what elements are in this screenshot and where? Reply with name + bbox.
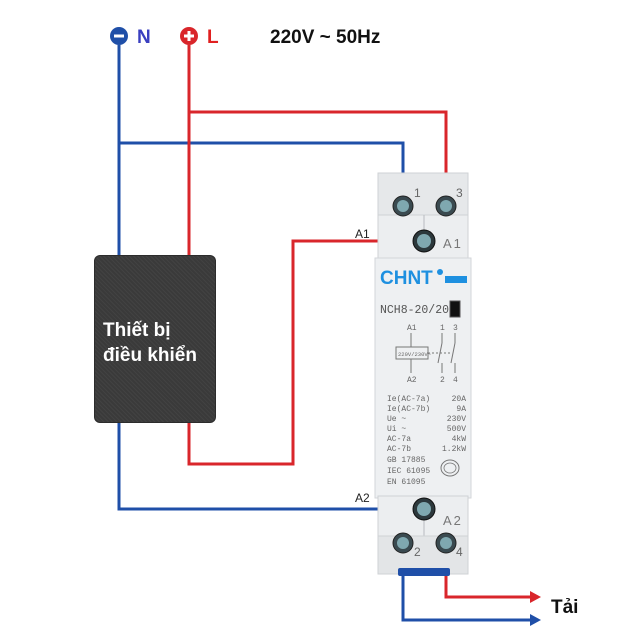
terminal-a1-label: A1 [443, 236, 463, 251]
terminal-1-label: 1 [414, 186, 421, 200]
screw-terminal-a2-icon [412, 497, 436, 521]
neutral-symbol-icon [110, 27, 128, 45]
supply-spec: 220V ~ 50Hz [270, 27, 380, 48]
arrow-load-live-icon [530, 591, 541, 603]
load-label: Tải [551, 597, 579, 618]
brand-logo: CHNT [380, 268, 433, 289]
neutral-to-a2 [117, 422, 420, 511]
controller-to-a1 [187, 239, 420, 466]
schematic-a1-label: A1 [407, 324, 417, 333]
schematic-t2-label: 2 [440, 376, 445, 385]
status-window [449, 300, 461, 318]
wire-label-a2: A2 [355, 491, 370, 505]
spec-name: Ui ~ [387, 425, 406, 434]
wire-label-a1: A1 [355, 227, 370, 241]
model-label: NCH8-20/20 [380, 304, 449, 317]
screw-terminal-a1-icon [412, 229, 436, 253]
terminal-4-label: 4 [456, 545, 463, 559]
ccc-cert-icon [440, 459, 460, 477]
device-body [374, 257, 472, 499]
controller-label-line2: điều khiển [103, 345, 197, 366]
live-to-terminal-3 [189, 110, 448, 196]
spec-name: AC-7b [387, 445, 411, 454]
controller-label-line1: Thiết bị [103, 320, 171, 341]
spec-value: 1.2kW [442, 445, 466, 454]
spec-value: 20A [452, 395, 467, 404]
screw-terminal-2-icon [392, 532, 414, 554]
standard-label: GB 17885 [387, 456, 426, 465]
neutral-to-terminal-1 [119, 141, 405, 196]
controller-box: Thiết bị điều khiển [95, 256, 215, 422]
schematic-t4-label: 4 [453, 376, 458, 385]
terminal-3-label: 3 [456, 186, 463, 200]
neutral-label: N [137, 27, 151, 48]
live-label: L [207, 27, 219, 48]
live-wires [187, 45, 530, 599]
spec-value: 230V [447, 415, 466, 424]
schematic-t3-label: 3 [453, 324, 458, 333]
contactor-device: 1 3 A1 A2 2 4 CHNT NCH8-20/20 A1 1 3 220… [374, 172, 472, 576]
schematic-t1-label: 1 [440, 324, 445, 333]
arrow-load-neutral-icon [530, 614, 541, 626]
controller-label: Thiết bị điều khiển [103, 318, 213, 368]
schematic-a2-label: A2 [407, 376, 417, 385]
screw-terminal-4-icon [435, 532, 457, 554]
spec-name: Ie(AC-7b) [387, 405, 430, 414]
spec-name: AC-7a [387, 435, 411, 444]
terminal-2-label: 2 [414, 545, 421, 559]
brand-bar-icon [445, 276, 467, 283]
standard-label: IEC 61095 [387, 467, 430, 476]
spec-value: 9A [456, 405, 466, 414]
spec-value: 500V [447, 425, 466, 434]
spec-name: Ue ~ [387, 415, 406, 424]
spec-table: Ie(AC-7a) 20A Ie(AC-7b) 9A Ue ~ 230V Ui … [387, 395, 466, 487]
brand-registered-icon [437, 269, 443, 275]
standard-label: EN 61095 [387, 478, 426, 487]
spec-name: Ie(AC-7a) [387, 395, 430, 404]
spec-value: 4kW [452, 435, 467, 444]
contact-schematic: A1 1 3 220V/230V~ A2 2 4 [395, 324, 458, 385]
terminal-a2-label: A2 [443, 513, 463, 528]
screw-terminal-1-icon [392, 195, 414, 217]
live-symbol-icon [180, 27, 198, 45]
screw-terminal-3-icon [435, 195, 457, 217]
coil-rating-label: 220V/230V~ [398, 351, 432, 358]
din-clip [398, 568, 450, 576]
